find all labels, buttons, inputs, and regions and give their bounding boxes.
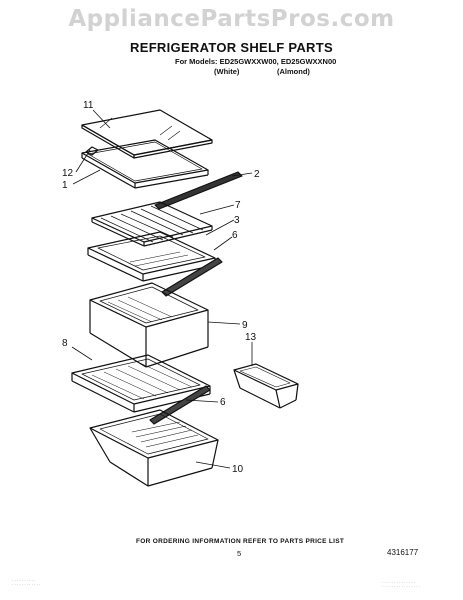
color-almond-label: (Almond): [277, 67, 310, 76]
part-7-crisper-cover-insert: [91, 201, 213, 247]
fine-print-left-1: · · · · · · · · · ·: [12, 578, 36, 583]
callout-6-lower: 6: [220, 397, 226, 408]
callout-3: 3: [234, 215, 240, 226]
part-13-small-bin: [233, 363, 299, 409]
page-title: REFRIGERATOR SHELF PARTS: [130, 40, 333, 55]
fine-print-right-1: · · · · · · · · · · · · · ·: [382, 580, 416, 585]
part-9-crisper-drawer: [89, 282, 209, 368]
model-numbers: For Models: ED25GWXXW00, ED25GWXXN00: [175, 57, 337, 66]
part-6-lower-rail: [149, 385, 211, 425]
callout-2: 2: [254, 169, 260, 180]
callout-11: 11: [83, 100, 94, 111]
part-8-lower-cover: [71, 354, 211, 413]
fine-print-right-2: · · · · · · · · · · · · · · · ·: [382, 584, 420, 589]
part-6-upper-rail: [161, 257, 223, 297]
callout-labels: 11 12 1 2 7 3 6 9 13 8 6 10: [62, 100, 260, 475]
part-10-bottom-drawer: [89, 409, 219, 487]
part-2-trim-strip: [154, 171, 243, 210]
callout-1: 1: [62, 180, 68, 191]
callout-6-upper: 6: [232, 230, 238, 241]
callout-13: 13: [245, 332, 257, 343]
callout-8: 8: [62, 338, 68, 349]
part-1-shelf-frame: [81, 139, 209, 189]
callout-9: 9: [242, 320, 248, 331]
fine-print-left-2: · · · · · · · · · · · ·: [12, 582, 41, 587]
page-number: 5: [237, 549, 242, 558]
ordering-note: FOR ORDERING INFORMATION REFER TO PARTS …: [136, 538, 345, 545]
watermark: AppliancePartsPros.com: [68, 6, 395, 32]
part-11-glass-shelf: [81, 109, 213, 159]
callout-7: 7: [235, 200, 241, 211]
color-white-label: (White): [214, 67, 240, 76]
leader-lines: [71, 109, 253, 469]
callout-10: 10: [232, 464, 244, 475]
callout-12: 12: [62, 168, 74, 179]
document-number: 4316177: [387, 548, 419, 557]
